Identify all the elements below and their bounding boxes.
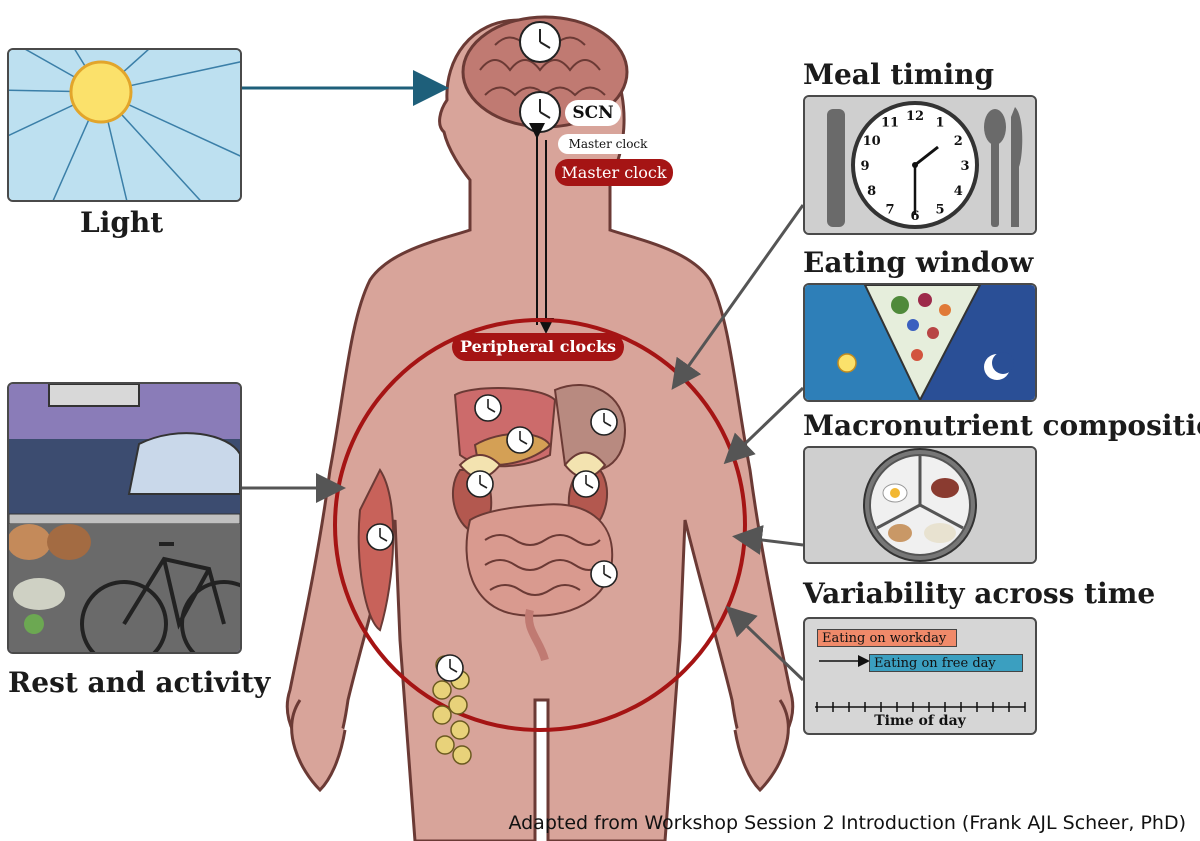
eating-window-text: Eating window <box>803 246 1034 279</box>
clock-number: 1 <box>935 116 944 131</box>
sun-icon <box>9 50 240 200</box>
sun-small-icon <box>837 353 857 373</box>
bedroom-illustration <box>9 384 240 652</box>
master-clock-label: Master clock <box>555 159 673 186</box>
rest-activity-text: Rest and activity <box>8 666 271 699</box>
clock-number: 9 <box>860 159 869 174</box>
macronutrient-panel <box>803 446 1037 564</box>
master-clock-small-text: Master clock <box>568 137 648 151</box>
muscle-clock-icon <box>366 523 394 551</box>
brain-clock-icon <box>519 21 561 63</box>
credit-text: Adapted from Workshop Session 2 Introduc… <box>508 812 1186 834</box>
liver-clock-icon <box>474 394 502 422</box>
peripheral-clocks-label: Peripheral clocks <box>452 333 624 361</box>
clock-number: 8 <box>867 184 876 199</box>
workday-bar: Eating on workday <box>817 629 957 647</box>
light-panel <box>7 48 242 202</box>
eating-window-panel <box>803 283 1037 402</box>
right-adrenal-clock-icon <box>572 470 600 498</box>
master-clock-text: Master clock <box>561 163 667 182</box>
clock-number: 5 <box>935 202 944 217</box>
meal-timing-text: Meal timing <box>803 58 995 91</box>
shift-arrow <box>819 655 870 667</box>
scn-clock-icon <box>519 91 561 133</box>
time-axis-text: Time of day <box>874 713 966 729</box>
bicycle-icon <box>80 542 240 652</box>
pancreas-clock-icon <box>506 426 534 454</box>
adipose-clock-icon <box>436 654 464 682</box>
fork-icon <box>827 109 845 227</box>
clock-number: 2 <box>954 134 963 149</box>
peripheral-clocks-text: Peripheral clocks <box>459 337 617 356</box>
peripheral-circle <box>333 318 747 732</box>
rest-activity-panel <box>7 382 242 654</box>
master-clock-small-label: Master clock <box>558 134 658 154</box>
scn-label: SCN <box>565 100 621 126</box>
left-adrenal-clock-icon <box>466 470 494 498</box>
freeday-label: Eating on free day <box>874 656 996 671</box>
macronutrient-text: Macronutrient composition <box>803 409 1200 442</box>
eating-window-heading: Eating window <box>803 246 1033 279</box>
variability-panel: Eating on workday Eating on free day Tim… <box>803 617 1037 735</box>
variability-text: Variability across time <box>803 577 1156 610</box>
freeday-bar: Eating on free day <box>869 654 1023 672</box>
clock-number: 10 <box>863 134 881 149</box>
intestine-icon <box>465 503 614 662</box>
variability-heading: Variability across time <box>803 577 1155 610</box>
clock-number: 4 <box>954 184 963 199</box>
clock-number: 11 <box>881 116 899 131</box>
workday-label: Eating on workday <box>822 631 947 646</box>
clock-number: 3 <box>960 159 969 174</box>
variability-arrow <box>725 605 805 682</box>
clock-number: 7 <box>885 202 894 217</box>
intestine-clock-icon <box>590 560 618 588</box>
plate-icon <box>805 448 1035 562</box>
macronutrient-heading: Macronutrient composition <box>803 409 1200 442</box>
light-text: Light <box>80 206 164 239</box>
time-axis-label: Time of day <box>805 713 1035 729</box>
eating-window-arrow <box>723 386 805 465</box>
credit-span: Adapted from Workshop Session 2 Introduc… <box>508 812 1186 834</box>
scn-peripheral-arrows <box>529 123 554 334</box>
clock-number: 6 <box>910 209 919 224</box>
eating-window-illustration <box>805 285 1035 400</box>
rest-activity-heading: Rest and activity <box>8 666 270 699</box>
stomach-clock-icon <box>590 408 618 436</box>
spoon-icon <box>984 109 1006 227</box>
time-axis <box>815 702 1026 712</box>
light-heading: Light <box>80 206 163 239</box>
knife-icon <box>1011 107 1023 227</box>
meal-timing-heading: Meal timing <box>803 58 994 91</box>
meal-timing-arrow <box>671 204 805 390</box>
clock-number: 12 <box>906 109 924 124</box>
macronutrient-arrow <box>732 525 804 555</box>
moon-icon <box>984 352 1014 380</box>
scn-text: SCN <box>572 103 614 123</box>
